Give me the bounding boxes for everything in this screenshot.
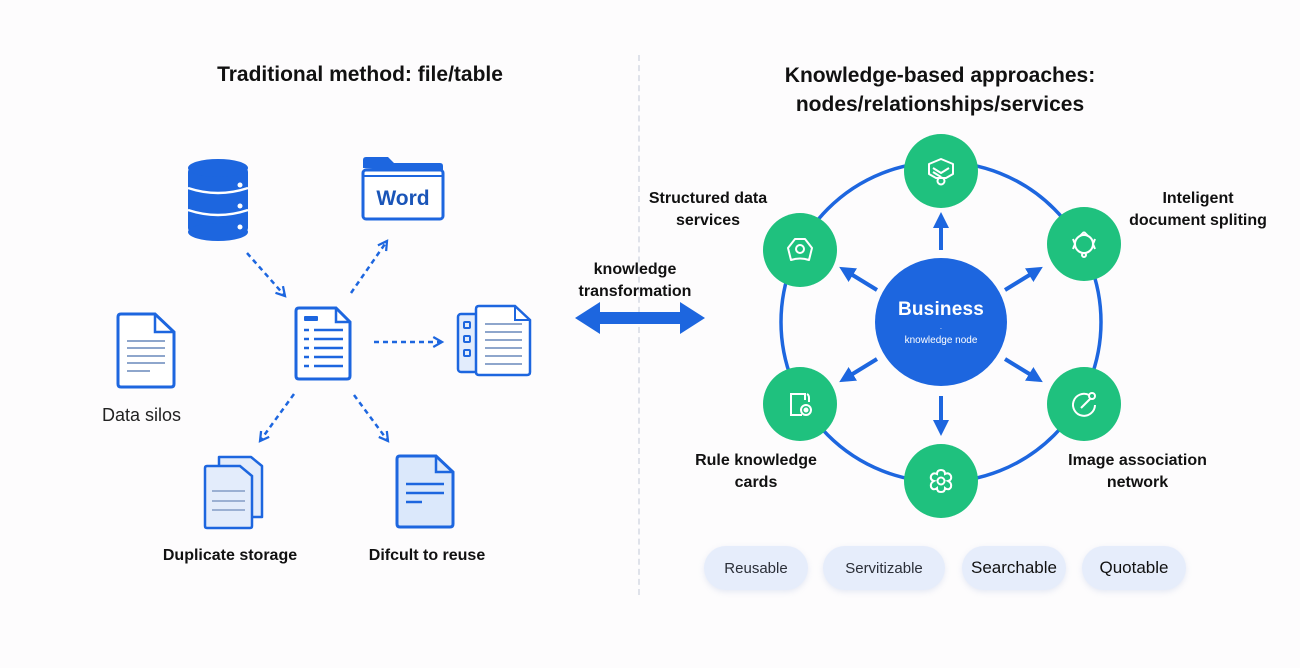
node-bottom[interactable] [904,444,978,518]
intelligent-document-splitting-label: Inteligent document spliting [1118,188,1278,232]
word-folder-text: Word [376,187,429,210]
hard-to-reuse-document-icon [395,454,455,529]
arrow-to-top-right [1003,266,1043,292]
node-bottom-right[interactable] [1047,367,1121,441]
transform-label-line2: transformation [578,283,692,300]
node-top-right[interactable] [1047,207,1121,281]
data-silos-label: Data silos [102,405,182,425]
central-document-icon [294,306,352,381]
label-line: Structured data [648,190,768,207]
word-folder-icon: Word [361,157,445,221]
layers-icon [928,158,954,186]
label-line: document spliting [1129,212,1267,229]
right-panel-title-line2: nodes/relationships/services [795,93,1085,116]
right-panel-title-line1: Knowledge-based approaches: [784,64,1096,87]
business-knowledge-node[interactable]: Business · knowledge node [875,258,1007,386]
dashed-arrow-doc-to-word [349,239,389,294]
stacked-documents-icon [456,304,532,377]
transform-label-line1: knowledge [593,261,677,278]
image-association-network-label: Image association network [1050,450,1225,494]
tag-quotable[interactable]: Quotable [1082,546,1186,590]
hexagon-gear-icon [787,238,813,261]
center-node-subtitle: knowledge node [904,334,978,346]
label-line: cards [734,474,778,491]
center-node-dot: · [939,323,943,333]
dashed-arrow-db-to-doc [246,252,287,298]
center-node-title: Business [897,298,985,320]
pin-gauge-icon [1072,392,1096,417]
tag-reusable[interactable]: Reusable [704,546,808,590]
panel-divider [638,55,640,595]
arrow-to-top-left [839,266,879,292]
tag-searchable[interactable]: Searchable [962,546,1066,590]
database-icon [187,159,249,241]
flower-gear-icon [929,468,953,494]
node-top-left[interactable] [763,213,837,287]
label-line: services [675,212,741,229]
label-line: network [1106,474,1169,491]
duplicate-storage-label: Duplicate storage [162,547,298,564]
double-arrow-icon [575,302,705,334]
rule-knowledge-cards-label: Rule knowledge cards [676,450,836,494]
left-panel-title: Traditional method: file/table [217,63,503,86]
arrow-to-bottom-left [839,357,879,383]
document-target-icon [790,393,812,416]
label-line: Rule knowledge [695,452,817,469]
atom-icon [1072,231,1096,258]
knowledge-transformation-label: knowledge transformation [565,259,705,303]
difficult-reuse-label: Difcult to reuse [368,547,486,564]
node-top[interactable] [904,134,978,208]
arrow-to-bottom-right [1003,357,1043,383]
dashed-arrow-doc-to-reuse [352,394,390,443]
node-bottom-left[interactable] [763,367,837,441]
tag-servitizable[interactable]: Servitizable [823,546,945,590]
label-line: Inteligent [1162,190,1234,207]
duplicate-documents-icon [203,455,264,530]
dashed-arrow-doc-to-duplicate [258,393,296,443]
data-silo-document-icon [116,312,176,389]
structured-data-services-label: Structured data services [628,188,788,232]
right-panel-title: Knowledge-based approaches: nodes/relati… [700,61,1180,119]
label-line: Image association [1068,452,1207,469]
